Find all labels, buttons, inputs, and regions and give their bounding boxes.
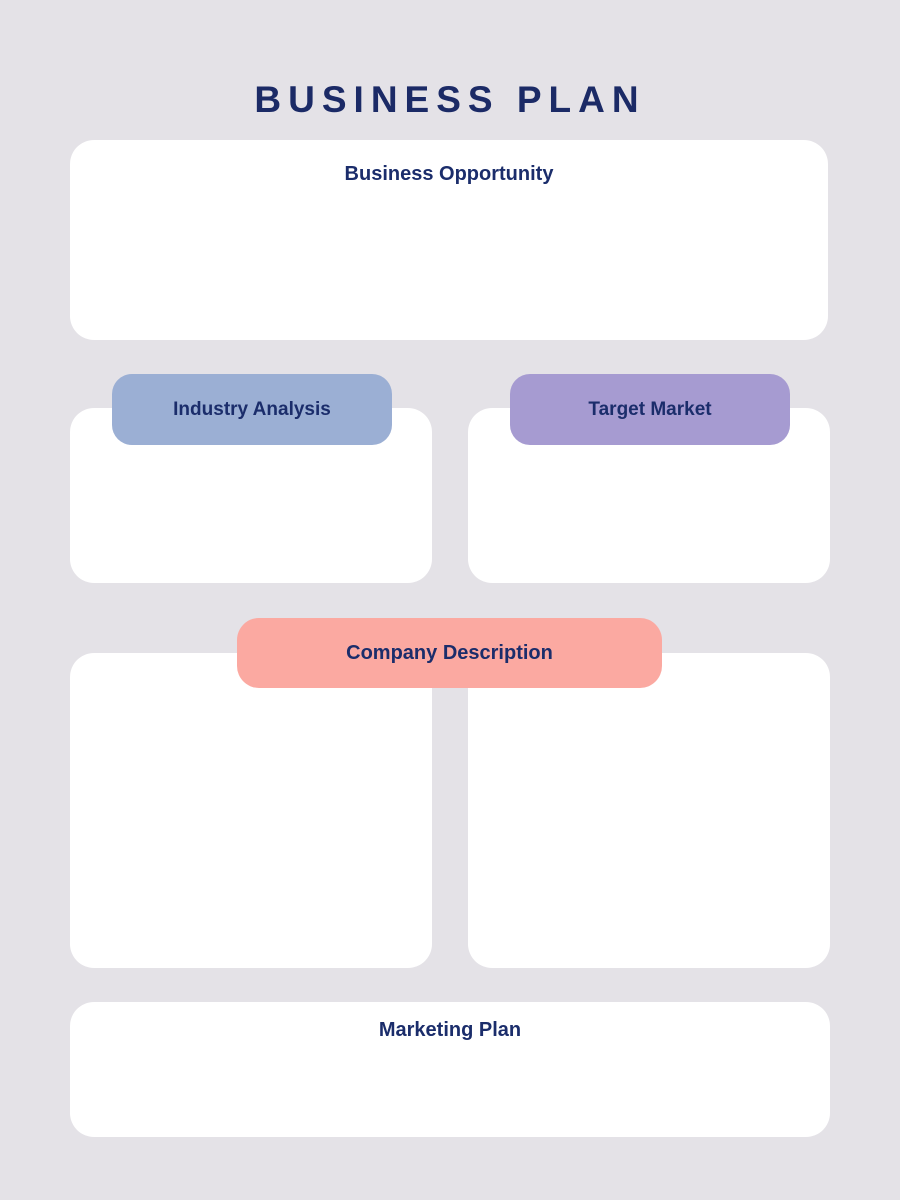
page-title: BUSINESS PLAN: [254, 78, 646, 120]
marketing-plan-heading: Marketing Plan: [378, 1019, 522, 1041]
business-opportunity-card: Business Opportunity: [70, 140, 828, 340]
company-description-pill: Company Description: [237, 618, 662, 688]
target-market-label: Target Market: [588, 398, 712, 420]
industry-analysis-label: Industry Analysis: [173, 398, 331, 420]
company-description-right-card: [468, 653, 830, 968]
company-description-left-card: [70, 653, 432, 968]
company-description-label: Company Description: [346, 641, 553, 664]
business-opportunity-heading: Business Opportunity: [344, 163, 554, 185]
industry-analysis-pill: Industry Analysis: [112, 374, 392, 445]
marketing-plan-card: Marketing Plan: [70, 1002, 830, 1137]
target-market-pill: Target Market: [510, 374, 790, 445]
